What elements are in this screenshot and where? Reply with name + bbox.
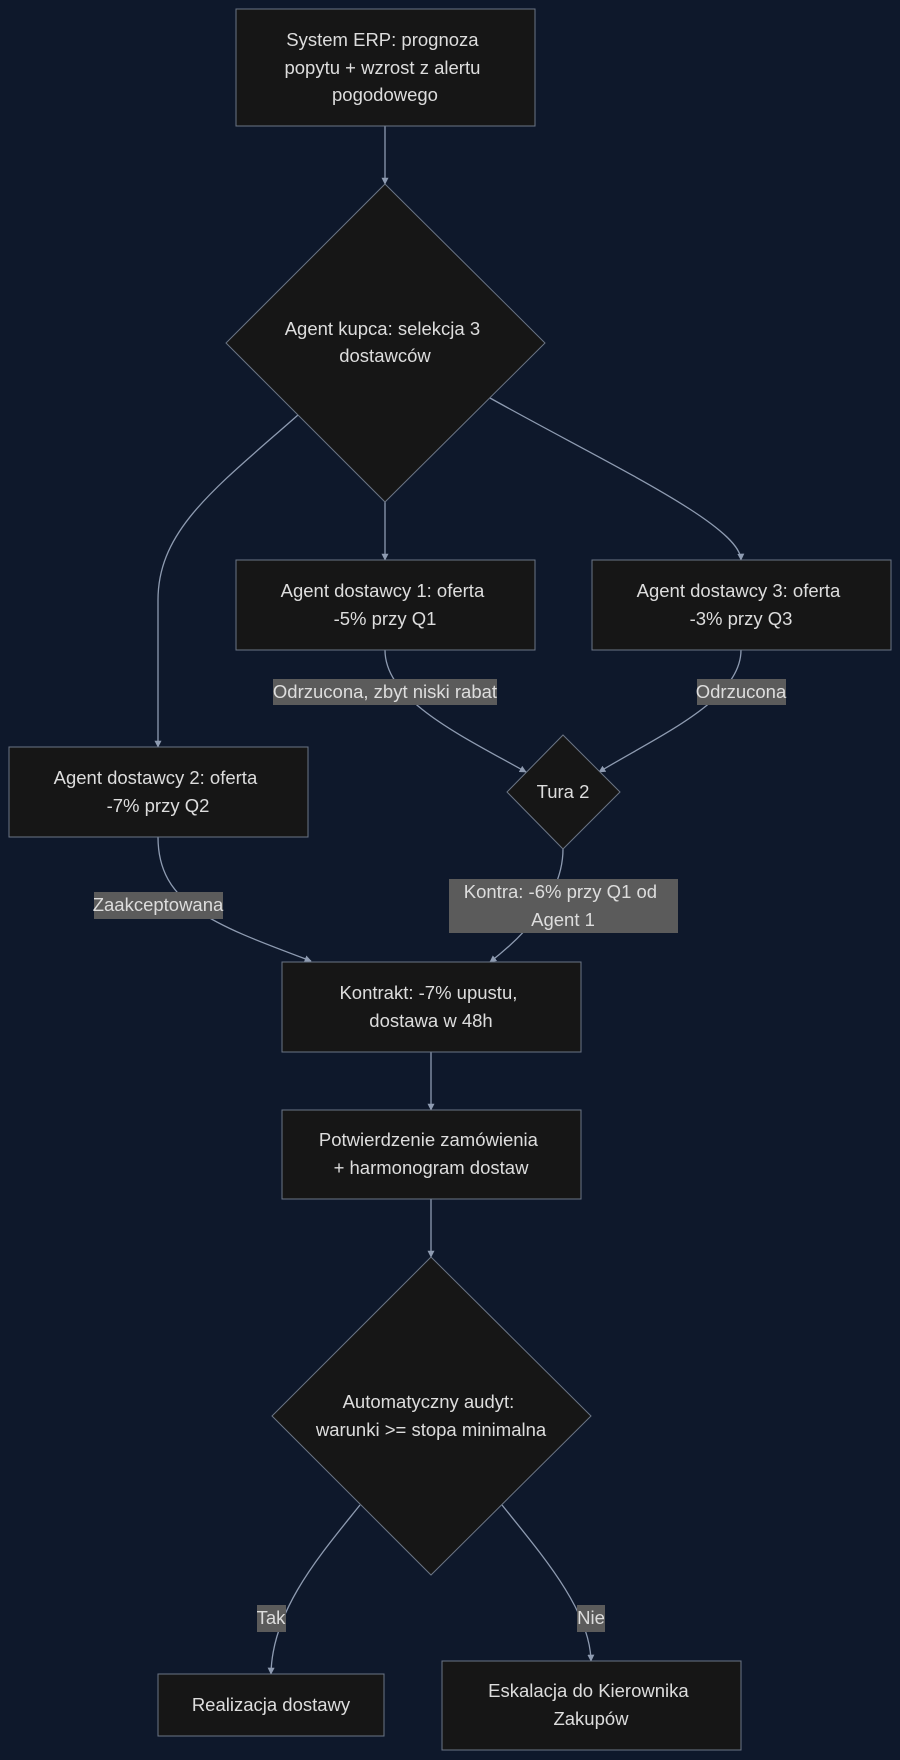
svg-text:Odrzucona, zbyt niski rabat: Odrzucona, zbyt niski rabat — [273, 681, 497, 702]
edge-label-counter-offer: Kontra: -6% przy Q1 od Agent 1 — [449, 879, 678, 933]
node-supplier2-line-1: Agent dostawcy 2: oferta — [54, 767, 258, 788]
node-delivery-line-1: Realizacja dostawy — [192, 1694, 351, 1715]
edge-buyer-agent-to-supplier3 — [489, 397, 745, 561]
svg-text:Realizacja dostawy: Realizacja dostawy — [192, 1694, 351, 1715]
edge-supplier1-to-round2 — [384, 649, 527, 773]
svg-text:Nie: Nie — [577, 1607, 605, 1628]
edge-audit-to-delivery — [267, 1504, 361, 1675]
node-buyer-agent-line-2: dostawców — [339, 345, 431, 366]
node-buyer-agent-line-1: Agent kupca: selekcja 3 — [285, 318, 480, 339]
edge-label-rejected-text: Odrzucona — [696, 681, 787, 702]
node-escalation-line-2: Zakupów — [553, 1708, 629, 1729]
svg-text:Automatyczny audyt: wa: Automatyczny audyt: warunki >= stopa min… — [315, 1391, 547, 1440]
node-contract-line-2: dostawa w 48h — [369, 1010, 492, 1031]
svg-text:Agent kupca: selekcja 3: Agent kupca: selekcja 3 dostawców — [285, 318, 486, 366]
edge-audit-to-escalation — [501, 1504, 595, 1662]
edge-label-rejected-low-discount-text: Odrzucona, zbyt niski rabat — [273, 681, 497, 702]
edge-labels: Odrzucona, zbyt niski rabat Odrzucona Za… — [93, 679, 787, 1632]
node-buyer-agent[interactable]: Agent kupca: selekcja 3 dostawców — [225, 183, 546, 503]
node-audit-line-1: Automatyczny audyt: — [343, 1391, 515, 1412]
edge-label-rejected: Odrzucona — [696, 679, 787, 705]
node-erp-line-3: pogodowego — [332, 84, 438, 105]
svg-text:Kontra: -6% przy Q1 od: Kontra: -6% przy Q1 od Agent 1 — [464, 881, 662, 930]
node-supplier2[interactable]: Agent dostawcy 2: oferta -7% przy Q2 — [8, 746, 309, 838]
node-round2[interactable]: Tura 2 — [506, 734, 621, 850]
node-erp[interactable]: System ERP: prognoza popytu + wzrost z a… — [235, 8, 536, 127]
node-escalation[interactable]: Eskalacja do Kierownika Zakupów — [441, 1660, 742, 1751]
node-contract[interactable]: Kontrakt: -7% upustu, dostawa w 48h — [281, 961, 582, 1053]
node-supplier3[interactable]: Agent dostawcy 3: oferta -3% przy Q3 — [591, 559, 892, 651]
node-supplier1-line-2: -5% przy Q1 — [334, 608, 437, 629]
svg-text:Agent dostawcy 2: oferta: Agent dostawcy 2: oferta -7% przy Q2 — [54, 767, 263, 816]
node-supplier3-line-2: -3% przy Q3 — [690, 608, 793, 629]
edge-label-accepted: Zaakceptowana — [93, 892, 224, 919]
nodes: System ERP: prognoza popytu + wzrost z a… — [8, 8, 892, 1751]
node-supplier1-line-1: Agent dostawcy 1: oferta — [281, 580, 485, 601]
svg-text:Tak: Tak — [257, 1607, 287, 1628]
edge-buyer-agent-to-supplier2 — [154, 414, 299, 748]
edge-label-no: Nie — [577, 1605, 605, 1632]
node-confirmation[interactable]: Potwierdzenie zamówienia + harmonogram d… — [281, 1109, 582, 1200]
node-confirmation-line-1: Potwierdzenie zamówienia — [319, 1129, 539, 1150]
node-erp-line-1: System ERP: prognoza — [286, 29, 479, 50]
svg-text:System ERP: prognoza p: System ERP: prognoza popytu + wzrost z a… — [284, 29, 485, 105]
node-supplier3-line-1: Agent dostawcy 3: oferta — [637, 580, 841, 601]
node-escalation-line-1: Eskalacja do Kierownika — [488, 1680, 689, 1701]
svg-text:Potwierdzenie zamówienia: Potwierdzenie zamówienia + harmonogram d… — [319, 1129, 543, 1178]
svg-text:Kontrakt: -7% upustu,: Kontrakt: -7% upustu, dostawa w 48h — [339, 982, 522, 1031]
edge-supplier3-to-round2 — [598, 649, 742, 773]
svg-text:Agent dostawcy 1: oferta: Agent dostawcy 1: oferta -5% przy Q1 — [281, 580, 490, 629]
edges — [154, 126, 745, 1675]
node-supplier1[interactable]: Agent dostawcy 1: oferta -5% przy Q1 — [235, 559, 536, 651]
node-contract-line-1: Kontrakt: -7% upustu, — [339, 982, 517, 1003]
node-erp-line-2: popytu + wzrost z alertu — [284, 57, 480, 78]
node-audit-line-2: warunki >= stopa minimalna — [315, 1419, 547, 1440]
node-delivery[interactable]: Realizacja dostawy — [157, 1673, 385, 1737]
svg-text:Zaakceptowana: Zaakceptowana — [93, 894, 224, 915]
edge-label-counter-offer-line-2: Agent 1 — [531, 909, 595, 930]
edge-label-accepted-text: Zaakceptowana — [93, 894, 224, 915]
svg-text:Tura 2: Tura 2 — [537, 781, 590, 802]
node-round2-line-1: Tura 2 — [537, 781, 590, 802]
svg-text:Agent dostawcy 3: oferta: Agent dostawcy 3: oferta -3% przy Q3 — [637, 580, 846, 629]
svg-text:Eskalacja do Kierownika: Eskalacja do Kierownika Zakupów — [488, 1680, 694, 1729]
edge-label-rejected-low-discount: Odrzucona, zbyt niski rabat — [273, 679, 497, 705]
edge-label-yes: Tak — [257, 1605, 287, 1632]
svg-text:Odrzucona: Odrzucona — [696, 681, 787, 702]
edge-label-yes-text: Tak — [257, 1607, 287, 1628]
node-supplier2-line-2: -7% przy Q2 — [107, 795, 210, 816]
node-confirmation-line-2: + harmonogram dostaw — [334, 1157, 530, 1178]
node-audit[interactable]: Automatyczny audyt: warunki >= stopa min… — [271, 1256, 592, 1576]
edge-label-no-text: Nie — [577, 1607, 605, 1628]
edge-label-counter-offer-line-1: Kontra: -6% przy Q1 od — [464, 881, 657, 902]
